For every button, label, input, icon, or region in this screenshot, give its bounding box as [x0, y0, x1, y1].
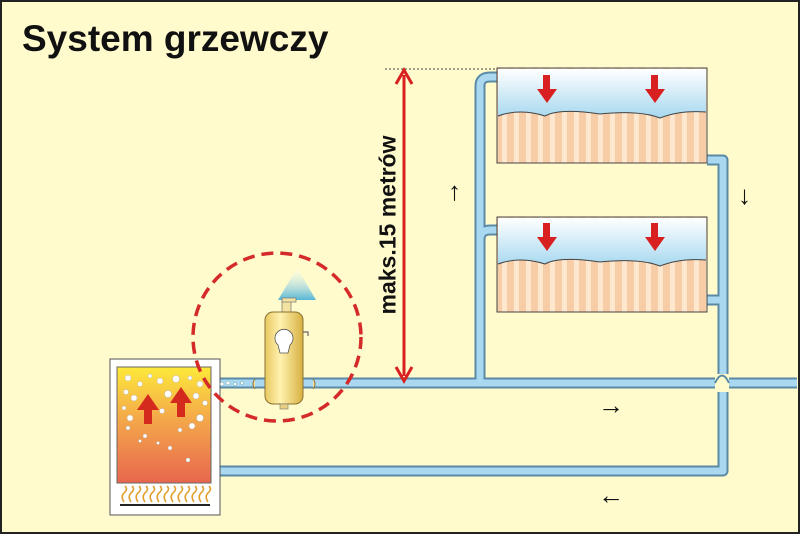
flow-arrow-right-icon: → [598, 390, 624, 420]
down-arrow-icon [537, 223, 665, 251]
radiator-bottom [496, 216, 708, 313]
highlight-dashed-circle [191, 251, 363, 423]
flame-icon [121, 485, 212, 503]
height-limit-label: maks.15 metrów [374, 135, 401, 315]
boiler-icon [109, 358, 244, 516]
dimension-arrow-icon [385, 66, 497, 385]
page-title: System grzewczy [22, 18, 329, 59]
pipes [215, 71, 797, 477]
radiator-top [496, 67, 708, 164]
flow-arrow-left-icon: ← [598, 480, 624, 510]
down-arrow-icon [537, 75, 665, 103]
air-separator-icon [252, 268, 316, 410]
flow-arrow-up-icon: ↑ [448, 176, 461, 206]
up-arrow-icon [137, 387, 192, 424]
flow-arrow-down-icon: ↓ [738, 180, 751, 210]
